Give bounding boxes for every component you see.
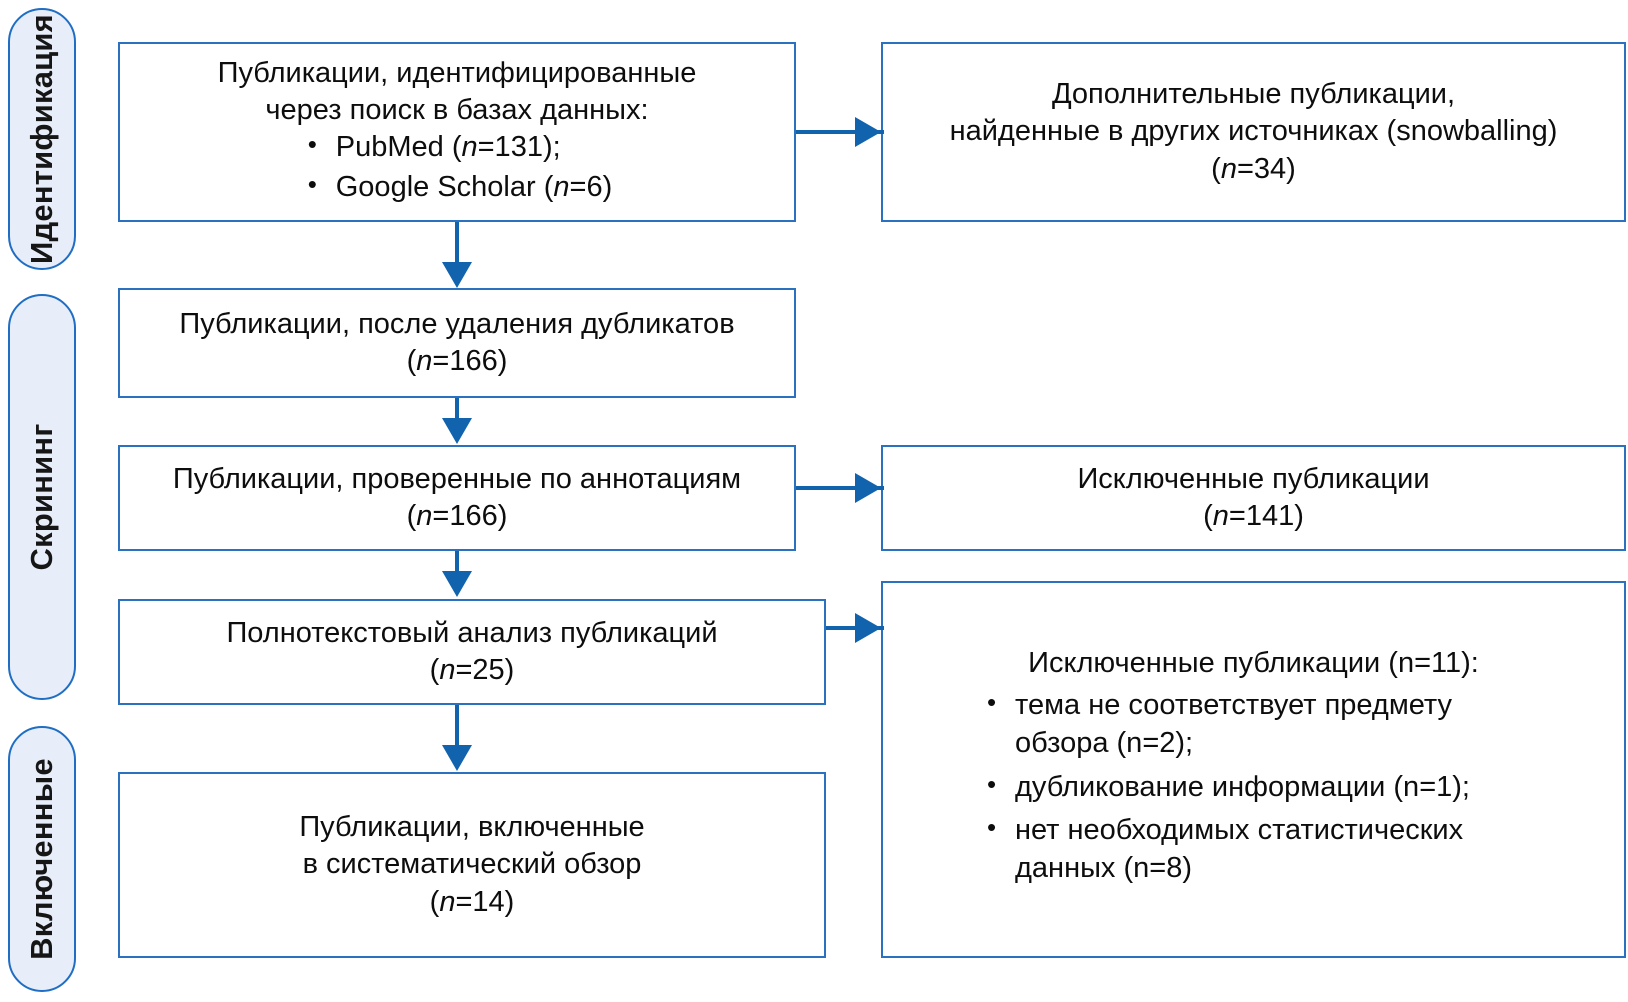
connector-identified-to-additional (796, 130, 884, 134)
box-studies-included: Публикации, включенные в систематический… (118, 772, 826, 958)
list-item: тема не соответствует предмету обзора (n… (981, 686, 1526, 762)
box-deduplicated-text: Публикации, после удаления дубликатов (n… (120, 306, 794, 380)
box-records-identified: Публикации, идентифицированные через пои… (118, 42, 796, 222)
list-item: нет необходимых статистических данных (n… (981, 811, 1526, 887)
arrowhead-deduplicated-to-abstract (442, 418, 472, 444)
stage-pill-included: Включенные (8, 726, 76, 992)
identified-bullet-1-text: Google Scholar ( (335, 171, 554, 204)
arrowhead-fulltext-to-included (442, 745, 472, 771)
fulltext-count-value: =25) (455, 654, 515, 686)
arrowhead-abstract-to-fulltext (442, 571, 472, 597)
additional-count: (n=34) (883, 151, 1624, 188)
reason-1-value: =1); (1419, 770, 1470, 803)
arrowhead-abstract-to-excluded (855, 473, 881, 503)
stage-pill-screening: Скрининг (8, 294, 76, 700)
identified-bullet-0-value: =131); (477, 131, 561, 164)
stage-label-included: Включенные (24, 758, 59, 960)
box-abstract-screened-text: Публикации, проверенные по аннотациям (n… (120, 461, 794, 535)
box-excluded-abstract-text: Исключенные публикации (n=141) (883, 461, 1624, 535)
fulltext-excluded-heading: Исключенные публикации (n=11): (883, 645, 1624, 683)
deduplicated-count: (n=166) (120, 343, 794, 380)
connector-abstract-to-fulltext (455, 551, 459, 577)
additional-count-open: ( (1211, 152, 1221, 185)
reason-2-n: n (1133, 851, 1150, 884)
fulltext-excluded-heading-n: n (1397, 647, 1415, 680)
abstract-count: (n=166) (120, 498, 794, 535)
excluded-abstract-line-1: Исключенные публикации (1077, 462, 1430, 495)
reason-0-text: тема не соответствует предмету обзора ( (1015, 689, 1453, 759)
reason-1-text: дубликование информации ( (1015, 770, 1404, 803)
additional-line-2: найденные в других источниках (snowballi… (949, 115, 1558, 148)
additional-count-n: n (1220, 152, 1237, 185)
arrowhead-identified-to-additional (855, 117, 881, 147)
reason-1-n: n (1403, 770, 1420, 803)
reason-2-text: нет необходимых статистических данных ( (1015, 814, 1464, 884)
box-records-identified-text: Публикации, идентифицированные через пои… (120, 55, 794, 209)
list-item: PubMed (n=131); (302, 128, 613, 167)
additional-count-value: =34) (1236, 152, 1296, 185)
excluded-abstract-count-n: n (1212, 500, 1229, 532)
box-fulltext-excluded: Исключенные публикации (n=11): тема не с… (881, 581, 1626, 958)
deduplicated-line-1: Публикации, после удаления дубликатов (179, 307, 735, 340)
reason-0-n: n (1126, 726, 1143, 759)
identified-bullet-1-value: =6) (569, 171, 613, 204)
included-count: (n=14) (120, 884, 824, 921)
connector-deduplicated-to-abstract (455, 398, 459, 422)
fulltext-count-open: ( (429, 654, 440, 686)
arrowhead-fulltext-to-excluded (855, 613, 881, 643)
fulltext-line-1: Полнотекстовый анализ публикаций (226, 616, 718, 649)
included-line-1: Публикации, включенные (299, 811, 645, 844)
deduplicated-count-n: n (416, 345, 433, 377)
fulltext-excluded-heading-prefix: Исключенные публикации ( (1028, 647, 1398, 680)
abstract-count-open: ( (406, 500, 417, 532)
excluded-abstract-count: (n=141) (883, 498, 1624, 535)
identified-bullets: PubMed (n=131); Google Scholar (n=6) (120, 128, 794, 208)
identified-bullet-0-text: PubMed ( (335, 131, 462, 164)
excluded-abstract-count-open: ( (1203, 500, 1213, 532)
list-item: дубликование информации (n=1); (981, 768, 1526, 807)
deduplicated-count-value: =166) (432, 345, 508, 377)
included-count-open: ( (429, 885, 440, 918)
connector-fulltext-to-included (455, 705, 459, 751)
abstract-count-value: =166) (432, 500, 508, 532)
included-count-n: n (439, 885, 456, 918)
abstract-count-n: n (416, 500, 433, 532)
box-records-excluded-abstract: Исключенные публикации (n=141) (881, 445, 1626, 551)
box-fulltext-assessed: Полнотекстовый анализ публикаций (n=25) (118, 599, 826, 705)
stage-pill-identification: Идентификация (8, 8, 76, 270)
connector-identified-to-deduplicated (455, 222, 459, 266)
included-line-2: в систематический обзор (302, 848, 642, 881)
fulltext-count-n: n (439, 654, 456, 686)
additional-line-1: Дополнительные публикации, (1051, 78, 1456, 111)
fulltext-excluded-heading-suffix: =11): (1414, 647, 1479, 680)
box-additional-records-text: Дополнительные публикации, найденные в д… (883, 76, 1624, 187)
arrowhead-identified-to-deduplicated (442, 262, 472, 288)
fulltext-excluded-reasons: тема не соответствует предмету обзора (n… (883, 686, 1624, 893)
reason-2-value: =8) (1149, 851, 1193, 884)
identified-bullet-0-n: n (461, 131, 478, 164)
stage-label-screening: Скрининг (24, 423, 59, 571)
fulltext-count: (n=25) (120, 652, 824, 689)
list-item: Google Scholar (n=6) (302, 168, 613, 207)
abstract-line-1: Публикации, проверенные по аннотациям (172, 462, 742, 495)
connector-abstract-to-excluded (796, 486, 884, 490)
identified-line-2: через поиск в базах данных: (265, 94, 649, 127)
box-records-after-duplicates-removed: Публикации, после удаления дубликатов (n… (118, 288, 796, 398)
reason-0-value: =2); (1142, 726, 1194, 759)
deduplicated-count-open: ( (406, 345, 417, 377)
included-count-value: =14) (455, 885, 515, 918)
stage-label-identification: Идентификация (24, 14, 59, 264)
identified-line-1: Публикации, идентифицированные (217, 57, 697, 90)
box-fulltext-excluded-content: Исключенные публикации (n=11): тема не с… (883, 645, 1624, 893)
box-records-screened: Публикации, проверенные по аннотациям (n… (118, 445, 796, 551)
identified-bullet-1-n: n (553, 171, 570, 204)
excluded-abstract-count-value: =141) (1228, 500, 1304, 532)
box-fulltext-text: Полнотекстовый анализ публикаций (n=25) (120, 615, 824, 689)
box-additional-records: Дополнительные публикации, найденные в д… (881, 42, 1626, 222)
box-included-text: Публикации, включенные в систематический… (120, 809, 824, 920)
